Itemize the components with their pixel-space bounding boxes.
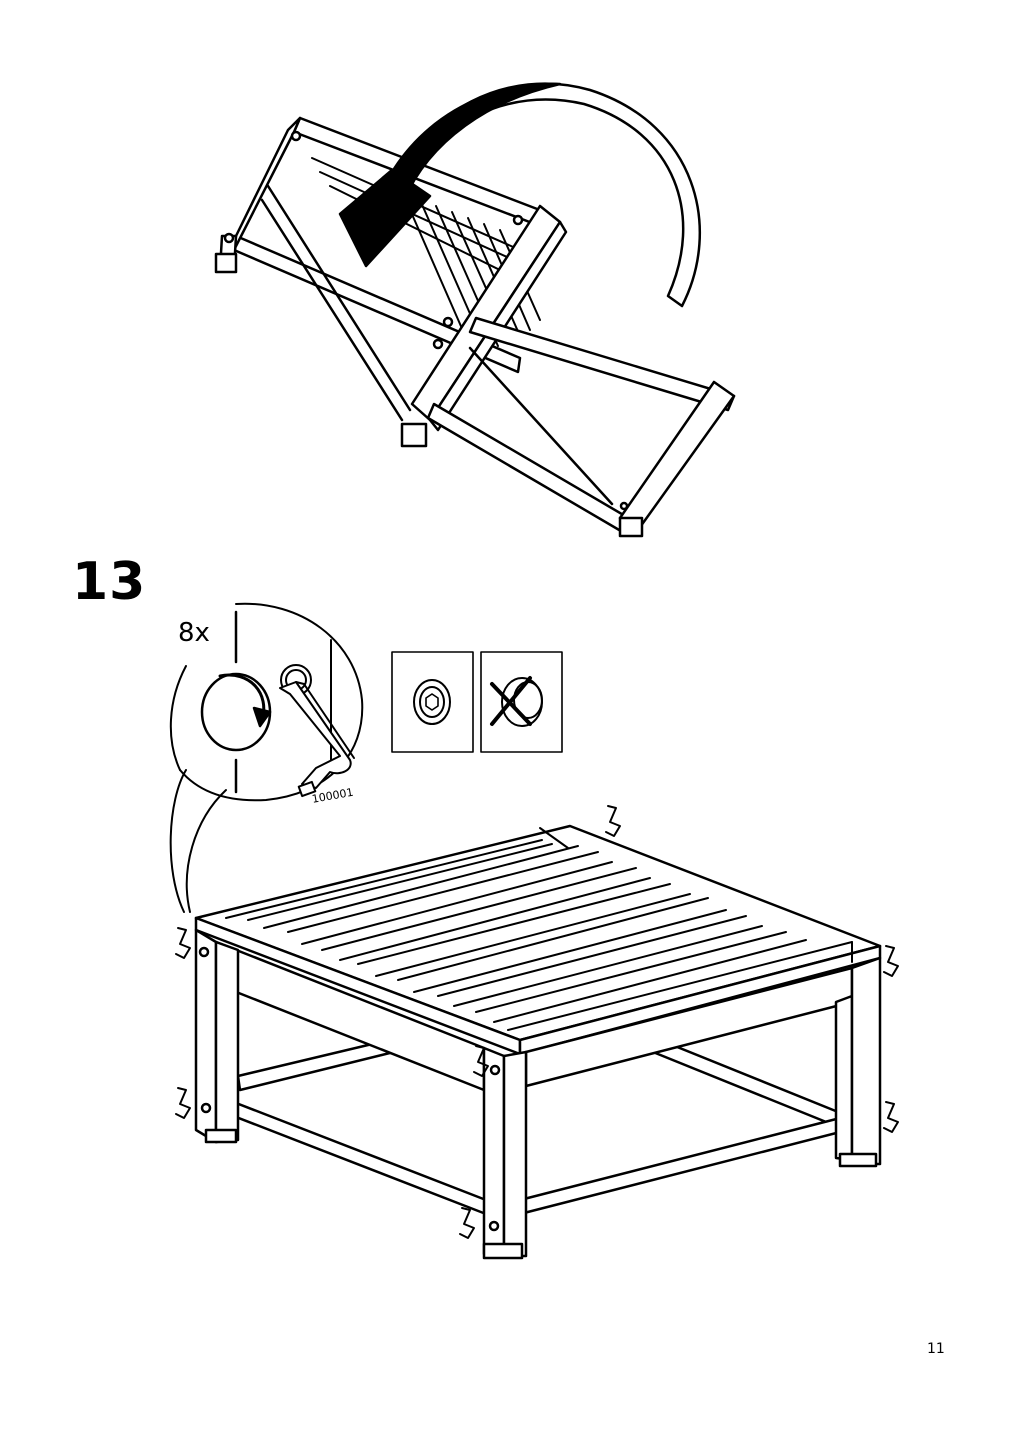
page-number: 11 xyxy=(927,1341,945,1357)
table-drawing xyxy=(194,824,882,1260)
quantity-label: 8x xyxy=(178,618,210,648)
incorrect-bolt-box xyxy=(480,651,563,753)
hex-key-icons xyxy=(175,805,899,1239)
rotation-arrow-icon xyxy=(338,82,702,308)
magnified-callout xyxy=(169,602,364,913)
upside-down-frame-drawing xyxy=(214,116,736,538)
correct-bolt-box xyxy=(391,651,474,753)
step-number: 13 xyxy=(72,552,147,612)
